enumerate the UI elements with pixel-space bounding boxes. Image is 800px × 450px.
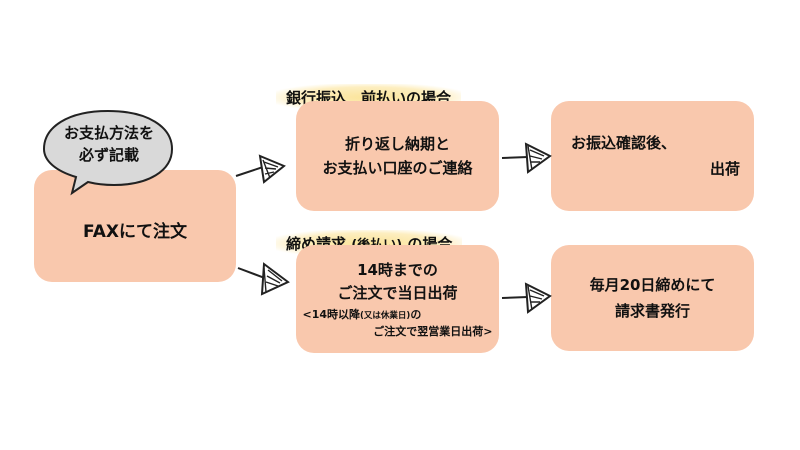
same-day-shipping-box: 14時までの ご注文で当日出荷 <14時以降(又は休業日)の ご注文で翌営業日出…: [296, 245, 499, 353]
bubble-line-1: お支払方法を: [63, 124, 154, 142]
arrow-right-icon: [501, 142, 552, 174]
same-day-line-2: ご注文で当日出荷: [337, 284, 458, 302]
cutoff-note-paren: (又は休業日): [360, 311, 411, 321]
invoice-box: 毎月20日締めにて 請求書発行: [551, 245, 754, 351]
speech-bubble-icon: [42, 109, 174, 196]
arrow-right-icon: [237, 262, 290, 296]
payment-confirm-box: お振込確認後、 出荷: [551, 101, 754, 211]
cutoff-note: <14時以降(又は休業日)の ご注文で翌営業日出荷>: [303, 307, 493, 339]
cutoff-note-line-2: ご注文で翌営業日出荷>: [373, 325, 493, 338]
bubble-note: お支払方法を 必ず記載: [48, 122, 170, 166]
arrow-right-icon: [235, 154, 286, 184]
payment-confirm-line-2: 出荷: [709, 160, 740, 178]
delivery-contact-line-1: 折り返し納期と: [344, 135, 450, 153]
invoice-line-2: 請求書発行: [614, 302, 690, 320]
same-day-line-1: 14時までの: [357, 261, 438, 279]
arrow-right-icon: [501, 282, 552, 314]
fax-order-label: FAXにて注文: [83, 221, 187, 242]
bubble-line-2: 必ず記載: [78, 146, 139, 164]
payment-confirm-line-1: お振込確認後、: [571, 134, 677, 152]
delivery-contact-box: 折り返し納期と お支払い口座のご連絡: [296, 101, 499, 211]
invoice-line-1: 毎月20日締めにて: [589, 276, 716, 294]
delivery-contact-line-2: お支払い口座のご連絡: [322, 159, 473, 177]
cutoff-note-part-b: の: [410, 308, 422, 321]
cutoff-note-part-a: <14時以降: [302, 308, 361, 321]
